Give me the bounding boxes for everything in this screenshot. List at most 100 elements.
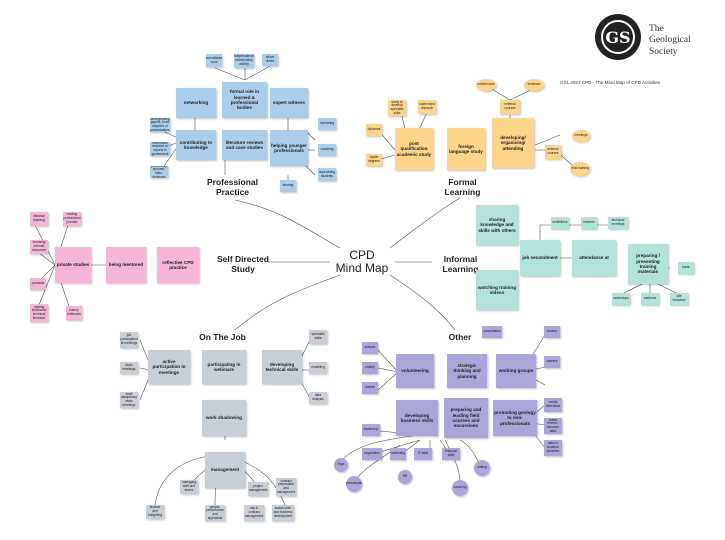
node-reading-journals: reading professional journals xyxy=(63,212,81,226)
node-consultation: consultation xyxy=(482,326,502,338)
node-careers: careers xyxy=(544,356,560,368)
node-team-meetings: team meetings xyxy=(120,362,138,374)
node-financial-skills: financial skills xyxy=(442,448,460,460)
node-forums: forums xyxy=(544,326,560,338)
node-trade: trade xyxy=(678,262,694,274)
node-participating-webinars: participating in webinars xyxy=(202,350,246,384)
node-management: management xyxy=(205,452,245,488)
node-data-analysis: data analysis xyxy=(309,392,327,404)
node-active-participation: active participation in meetings xyxy=(148,350,190,384)
node-higher-degrees: higher degrees xyxy=(366,154,382,166)
node-diplomas: diplomas xyxy=(366,124,382,136)
node-meeting-participation: job participation at meetings xyxy=(120,332,138,348)
org-line3: Society xyxy=(649,46,678,57)
node-internet-resources: browsing internet resources xyxy=(30,240,48,254)
branch-professional-practice: Professional Practice xyxy=(206,177,259,197)
node-tutoring: tutoring xyxy=(280,180,296,192)
center-title: CPD Mind Map xyxy=(322,248,402,276)
node-developing-technical: developing technical skills xyxy=(262,350,302,384)
node-preparing-training: preparing / presenting training material… xyxy=(628,244,668,284)
node-watching-videos: watching training videos xyxy=(476,270,518,310)
node-volunteering: volunteering xyxy=(396,354,434,388)
node-presenting: presenting lectures, talks, seminars xyxy=(150,166,168,178)
node-work-shadowing: work shadowing xyxy=(202,400,246,436)
node-working-groups: working groups xyxy=(496,354,536,388)
node-risk-management: risk & contract management xyxy=(244,505,264,521)
node-field-training: field training xyxy=(570,162,590,176)
branch-formal-learning: Formal Learning xyxy=(444,177,481,197)
branch-on-the-job: On The Job xyxy=(199,332,246,342)
node-webinars: webinars xyxy=(641,293,659,305)
branch-informal-learning: Informal Learning xyxy=(442,254,479,274)
node-exhibitions: exhibitions xyxy=(551,217,569,229)
node-communication: communication xyxy=(346,476,362,492)
node-activities: activity/leadership/ membership activity xyxy=(234,54,254,68)
node-contributing: contributing to knowledge xyxy=(176,130,216,160)
node-charity: charity xyxy=(362,362,378,374)
node-supervised-research: supervised research xyxy=(418,100,436,114)
map-subtitle: GSL 2023 CPD - The Mind Map of CPD Activ… xyxy=(560,80,661,85)
node-mentoring-small: mentoring xyxy=(318,118,336,130)
node-site-induction: site induction xyxy=(670,293,688,305)
node-stakeholder: stakeholder and business development xyxy=(272,505,294,521)
node-conferences: conferences xyxy=(476,79,496,91)
node-post-qualification: post qualification academic study xyxy=(395,128,433,170)
node-events: events xyxy=(362,382,378,394)
center-line1: CPD xyxy=(349,248,375,262)
node-legal: legal xyxy=(334,458,348,472)
node-modelling: modelling xyxy=(309,362,327,374)
node-sharing-knowledge: sharing knowledge and skills with others xyxy=(476,205,518,245)
node-small-orange: external courses xyxy=(545,145,561,159)
node-specialist-skills: specialist skills xyxy=(309,330,327,344)
node-meetings: meetings xyxy=(572,130,590,142)
node-managing-staff: managing staff and teams xyxy=(180,480,198,494)
logo-glyph: GS xyxy=(601,20,635,54)
node-expert-witness: expert witness xyxy=(270,88,308,118)
center-line2: Mind Map xyxy=(335,261,389,276)
node-foreign-language: foreign language study xyxy=(447,128,485,170)
org-line2: Geological xyxy=(649,35,691,46)
org-name: The Geological Society xyxy=(649,24,691,58)
society-logo: GS xyxy=(595,14,641,60)
node-workshops: workshops xyxy=(612,293,630,305)
node-study-courses: study to develop specialist skills xyxy=(388,100,406,116)
node-committees: committees work xyxy=(206,54,222,67)
node-contributions: information research or reports to gover… xyxy=(150,142,170,156)
node-external-courses: external courses xyxy=(500,100,520,114)
node-media: media interviews xyxy=(544,398,562,412)
node-podcasts: podcasts xyxy=(30,278,46,290)
node-promoting-geology: promoting geology to non-professionals xyxy=(493,400,537,436)
node-negotiation: negotiation xyxy=(362,448,382,460)
node-it-skills: IT skills xyxy=(414,448,432,460)
node-preparing-field-courses: preparing and leading field courses and … xyxy=(444,398,488,438)
node-reflective-cpd: reflective CPD practice xyxy=(157,247,199,283)
node-supervising: supervising students xyxy=(318,168,336,181)
node-marketing: marketing xyxy=(390,448,406,460)
node-job-secondment: job secondment xyxy=(520,240,560,276)
node-history-textbooks: history textbooks xyxy=(66,306,82,320)
node-technical-meetings: technical meetings xyxy=(608,217,628,229)
node-multi-disciplinary: multi disciplinary team meetings xyxy=(120,392,138,408)
node-lectures: lectures xyxy=(581,217,597,229)
node-writing: writing/editing papers, book chapters or… xyxy=(150,118,170,132)
node-contract: contract preparation and management xyxy=(276,478,296,496)
node-seminars: seminars xyxy=(524,79,544,91)
node-hr: HR xyxy=(398,470,412,484)
branch-other: Other xyxy=(448,332,472,342)
node-private-studies: private studies xyxy=(55,247,91,283)
node-helping: helping younger professionals xyxy=(270,130,308,166)
node-developing-organising: developing/ organising/ attending xyxy=(492,118,534,168)
node-strategic-thinking: strategic thinking and planning xyxy=(447,354,487,388)
node-project-management: project management xyxy=(248,482,268,496)
node-literature: literature reviews and case studies xyxy=(222,130,267,160)
node-attendance: attendance at xyxy=(572,240,616,276)
node-officer: officer duties xyxy=(262,54,278,66)
node-public-events: public events / museum talks xyxy=(544,418,562,434)
node-writing-other: writing xyxy=(474,460,490,476)
branch-self-directed-study: Self Directed Study xyxy=(217,254,269,274)
node-networking: networking xyxy=(176,88,216,118)
node-people-appraisals: people, performance and appraisals xyxy=(205,505,225,521)
node-distance-learning: distance learning xyxy=(30,212,48,226)
node-textbooks: reading textbooks/ technical literature xyxy=(30,304,48,322)
node-coaching-other: coaching xyxy=(452,480,468,496)
